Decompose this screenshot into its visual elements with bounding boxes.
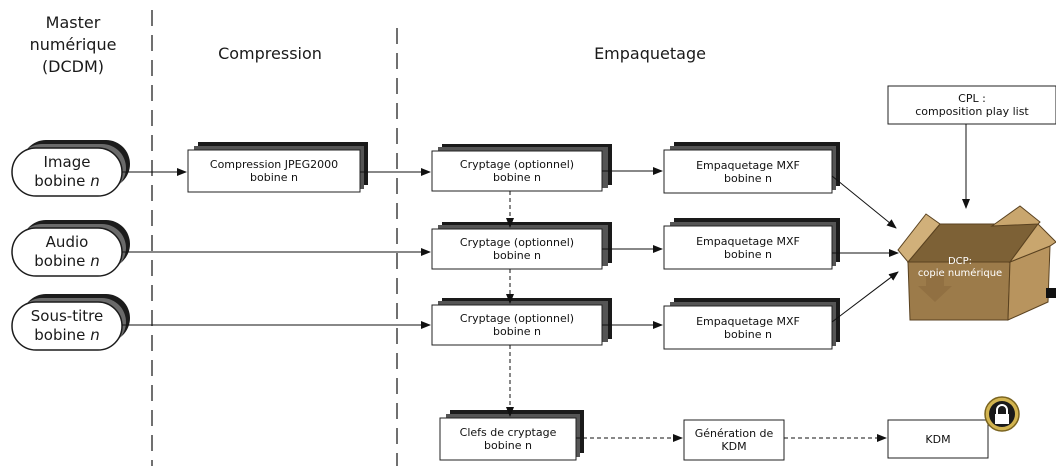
mxf-box-stack-3: [663, 298, 840, 350]
dcp-label: DCP: copie numérique: [917, 256, 1003, 279]
kdm-generation-box-frame: [683, 419, 785, 461]
encryption-box-audio: Cryptage (optionnel)bobine n: [459, 236, 575, 262]
lock-icon: [984, 396, 1020, 432]
source-pill-audio: [11, 220, 130, 277]
column-title-master: Master numérique (DCDM): [29, 13, 117, 76]
key-flow-arrows: [506, 191, 887, 442]
column-title-compression: Compression: [218, 44, 322, 63]
source-label-image: Image bobine n: [34, 153, 100, 190]
kdm-box-frame: [887, 419, 989, 459]
kdm-box: KDM: [925, 432, 951, 446]
encryption-box-stack-2: [431, 222, 612, 270]
source-pill-subtitle: [11, 294, 130, 351]
source-label-audio: Audio bobine n: [34, 233, 100, 270]
package-box-icon: [897, 205, 1056, 321]
cpl-box: CPL :composition play list: [915, 92, 1029, 118]
encryption-box-image: Cryptage (optionnel)bobine n: [459, 158, 575, 184]
flow-arrows: [122, 124, 970, 329]
keys-box-stack: [439, 410, 584, 461]
source-label-subtitle: Sous-titre bobine n: [30, 307, 104, 344]
mxf-box-stack-2: [663, 218, 840, 270]
compression-box-stack: [187, 142, 368, 193]
encryption-box-stack-1: [431, 144, 612, 192]
encryption-box-stack-3: [431, 298, 612, 346]
column-title-packaging: Empaquetage: [594, 44, 706, 63]
cpl-box-frame: [887, 85, 1056, 125]
encryption-box-subtitle: Cryptage (optionnel)bobine n: [459, 312, 575, 338]
mxf-box-stack-1: [663, 142, 840, 194]
source-pill-image: [11, 140, 130, 197]
